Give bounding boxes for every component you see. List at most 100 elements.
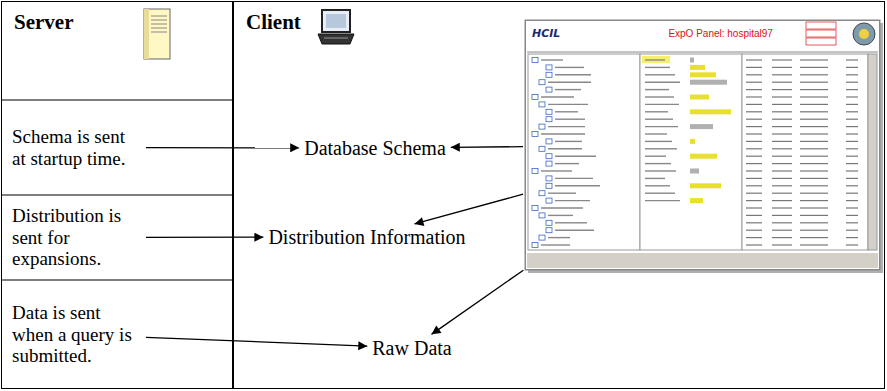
label-text: Database Schema	[304, 137, 446, 160]
distribution-bar	[690, 154, 717, 159]
table-cell-stroke	[846, 111, 858, 112]
table-cell-stroke	[746, 178, 762, 179]
laptop-icon	[318, 10, 354, 44]
table-cell-stroke	[800, 82, 828, 83]
screenshot-rows	[532, 58, 858, 248]
tree-text-stroke	[541, 170, 572, 171]
separator-line	[1, 99, 233, 100]
tree-text-stroke	[548, 104, 588, 105]
table-cell-stroke	[746, 74, 762, 75]
server-body	[144, 9, 170, 59]
table-cell-stroke	[846, 215, 858, 216]
bar-label-stroke	[645, 178, 665, 179]
bar-label-stroke	[645, 133, 667, 134]
table-cell-stroke	[846, 163, 858, 164]
table-cell-stroke	[772, 126, 792, 127]
tree-text-stroke	[555, 118, 585, 119]
table-cell-stroke	[746, 156, 762, 157]
server-panel: ServerSchema is sent at startup time.Dis…	[1, 1, 233, 389]
tree-icon	[539, 80, 545, 85]
table-cell-stroke	[846, 119, 858, 120]
table-cell-stroke	[746, 163, 762, 164]
server-slot	[151, 20, 167, 21]
flow-arrow	[432, 270, 524, 334]
tree-icon	[539, 213, 545, 218]
bar-label-stroke	[645, 192, 675, 193]
bar-label-stroke	[645, 200, 680, 201]
table-cell-stroke	[800, 104, 828, 105]
table-cell-stroke	[846, 185, 858, 186]
table-cell-stroke	[772, 119, 792, 120]
scrollbar	[868, 54, 877, 250]
table-cell-stroke	[746, 215, 762, 216]
bar-label-stroke	[645, 118, 673, 119]
window-shadow	[528, 23, 883, 273]
tree-icon	[539, 191, 545, 196]
flow-arrow	[146, 337, 367, 346]
distribution-bar	[690, 65, 705, 70]
table-cell-stroke	[746, 148, 762, 149]
tree-text-stroke	[555, 222, 587, 223]
distribution-bar	[690, 198, 703, 203]
gear-icon	[853, 23, 875, 45]
table-cell-stroke	[772, 207, 792, 208]
label-text: Raw Data	[372, 337, 451, 360]
table-cell-stroke	[772, 200, 792, 201]
window-button	[806, 38, 836, 45]
laptop-display	[326, 14, 346, 28]
window-button	[806, 22, 836, 29]
table-cell-stroke	[800, 244, 828, 245]
tree-text-stroke	[555, 185, 600, 186]
table-cell-stroke	[772, 82, 792, 83]
table-cell-stroke	[846, 133, 858, 134]
window-title: ExpO Panel: hospital97	[668, 28, 773, 39]
table-cell-stroke	[772, 111, 792, 112]
server-slot	[151, 28, 167, 29]
bar-label-stroke	[645, 155, 666, 156]
bar-label-stroke	[645, 126, 678, 127]
bar-label-stroke	[645, 170, 676, 171]
tree-icon	[546, 183, 552, 188]
distribution-bar	[690, 109, 731, 114]
table-cell-stroke	[800, 119, 828, 120]
bars-pane	[640, 54, 742, 250]
laptop-keys	[324, 38, 348, 39]
table-cell-stroke	[746, 185, 762, 186]
table-cell-stroke	[746, 126, 762, 127]
table-cell-stroke	[800, 178, 828, 179]
table-cell-stroke	[800, 156, 828, 157]
table-cell-stroke	[746, 96, 762, 97]
tree-icon	[546, 117, 552, 122]
table-cell-stroke	[846, 67, 858, 68]
header-rule	[527, 52, 878, 53]
tree-text-stroke	[548, 148, 582, 149]
table-cell-stroke	[746, 230, 762, 231]
label-text: Distribution Information	[268, 226, 465, 249]
bar-label-stroke	[645, 67, 670, 68]
table-cell-stroke	[772, 185, 792, 186]
highlight-cell	[642, 56, 670, 63]
distribution-bar	[690, 169, 699, 174]
distribution-bar	[690, 139, 695, 144]
tree-icon	[532, 132, 538, 137]
tree-text-stroke	[555, 89, 581, 90]
bar-label-stroke	[645, 148, 677, 149]
table-cell-stroke	[746, 244, 762, 245]
table-cell-stroke	[772, 156, 792, 157]
distribution-bar	[690, 80, 727, 85]
table-cell-stroke	[800, 237, 828, 238]
tree-icon	[546, 198, 552, 203]
bar-label-stroke	[645, 74, 675, 75]
table-cell-stroke	[846, 230, 858, 231]
table-cell-stroke	[772, 244, 792, 245]
table-cell-stroke	[800, 141, 828, 142]
tree-icon	[532, 58, 538, 63]
tree-text-stroke	[541, 59, 563, 60]
table-cell-stroke	[746, 237, 762, 238]
window-button	[806, 30, 836, 37]
table-cell-stroke	[746, 67, 762, 68]
table-cell-stroke	[746, 133, 762, 134]
bar-label-stroke	[645, 96, 674, 97]
table-cell-stroke	[846, 148, 858, 149]
row-separators	[1, 100, 233, 280]
